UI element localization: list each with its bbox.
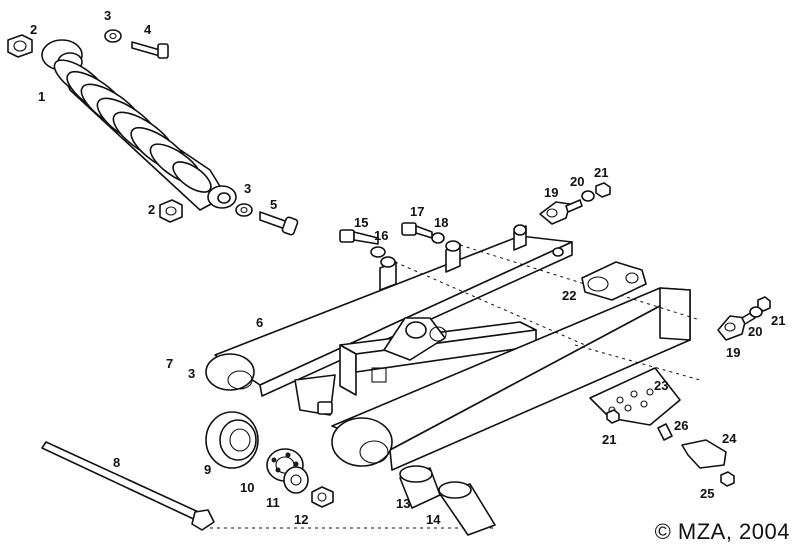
label-21c: 21 [602, 432, 616, 447]
chain-adjuster-right [717, 296, 771, 341]
label-3c: 3 [188, 366, 195, 381]
label-19b: 19 [726, 345, 740, 360]
label-21a: 21 [594, 165, 608, 180]
label-2b: 2 [148, 202, 155, 217]
upper-bolts [339, 222, 445, 258]
label-18: 18 [434, 215, 448, 230]
label-22: 22 [562, 288, 576, 303]
label-14: 14 [426, 512, 441, 527]
label-20a: 20 [570, 174, 584, 189]
label-25: 25 [700, 486, 714, 501]
brake-bracket [589, 367, 681, 426]
label-6: 6 [256, 315, 263, 330]
label-24: 24 [722, 431, 737, 446]
label-20b: 20 [748, 324, 762, 339]
label-26: 26 [674, 418, 688, 433]
label-23: 23 [654, 378, 668, 393]
label-8: 8 [113, 455, 120, 470]
label-4: 4 [144, 22, 152, 37]
label-9: 9 [204, 462, 211, 477]
swingarm [205, 224, 701, 471]
label-16: 16 [374, 228, 388, 243]
copyright-notice: © MZA, 2004 [654, 519, 790, 544]
chain-adjuster-left [539, 182, 611, 225]
shock-bottom-hardware [159, 199, 299, 236]
label-7: 7 [166, 356, 173, 371]
chain-slider [581, 261, 647, 301]
label-21b: 21 [771, 313, 785, 328]
label-12: 12 [294, 512, 308, 527]
label-13: 13 [396, 496, 410, 511]
label-2a: 2 [30, 22, 37, 37]
label-17: 17 [410, 204, 424, 219]
label-15: 15 [354, 215, 368, 230]
part-labels: 1 2 3 4 2 3 5 6 7 3 8 9 10 11 12 13 14 1… [30, 8, 785, 527]
label-3a: 3 [104, 8, 111, 23]
label-1: 1 [38, 89, 45, 104]
label-5: 5 [270, 197, 277, 212]
swingarm-axle [41, 441, 495, 531]
shock-absorber [41, 39, 237, 211]
label-19a: 19 [544, 185, 558, 200]
chain-guide-parts [657, 423, 735, 487]
label-3b: 3 [244, 181, 251, 196]
label-10: 10 [240, 480, 254, 495]
bushings-and-bearings [205, 411, 496, 536]
label-11: 11 [266, 495, 280, 510]
shock-top-hardware [7, 29, 169, 59]
